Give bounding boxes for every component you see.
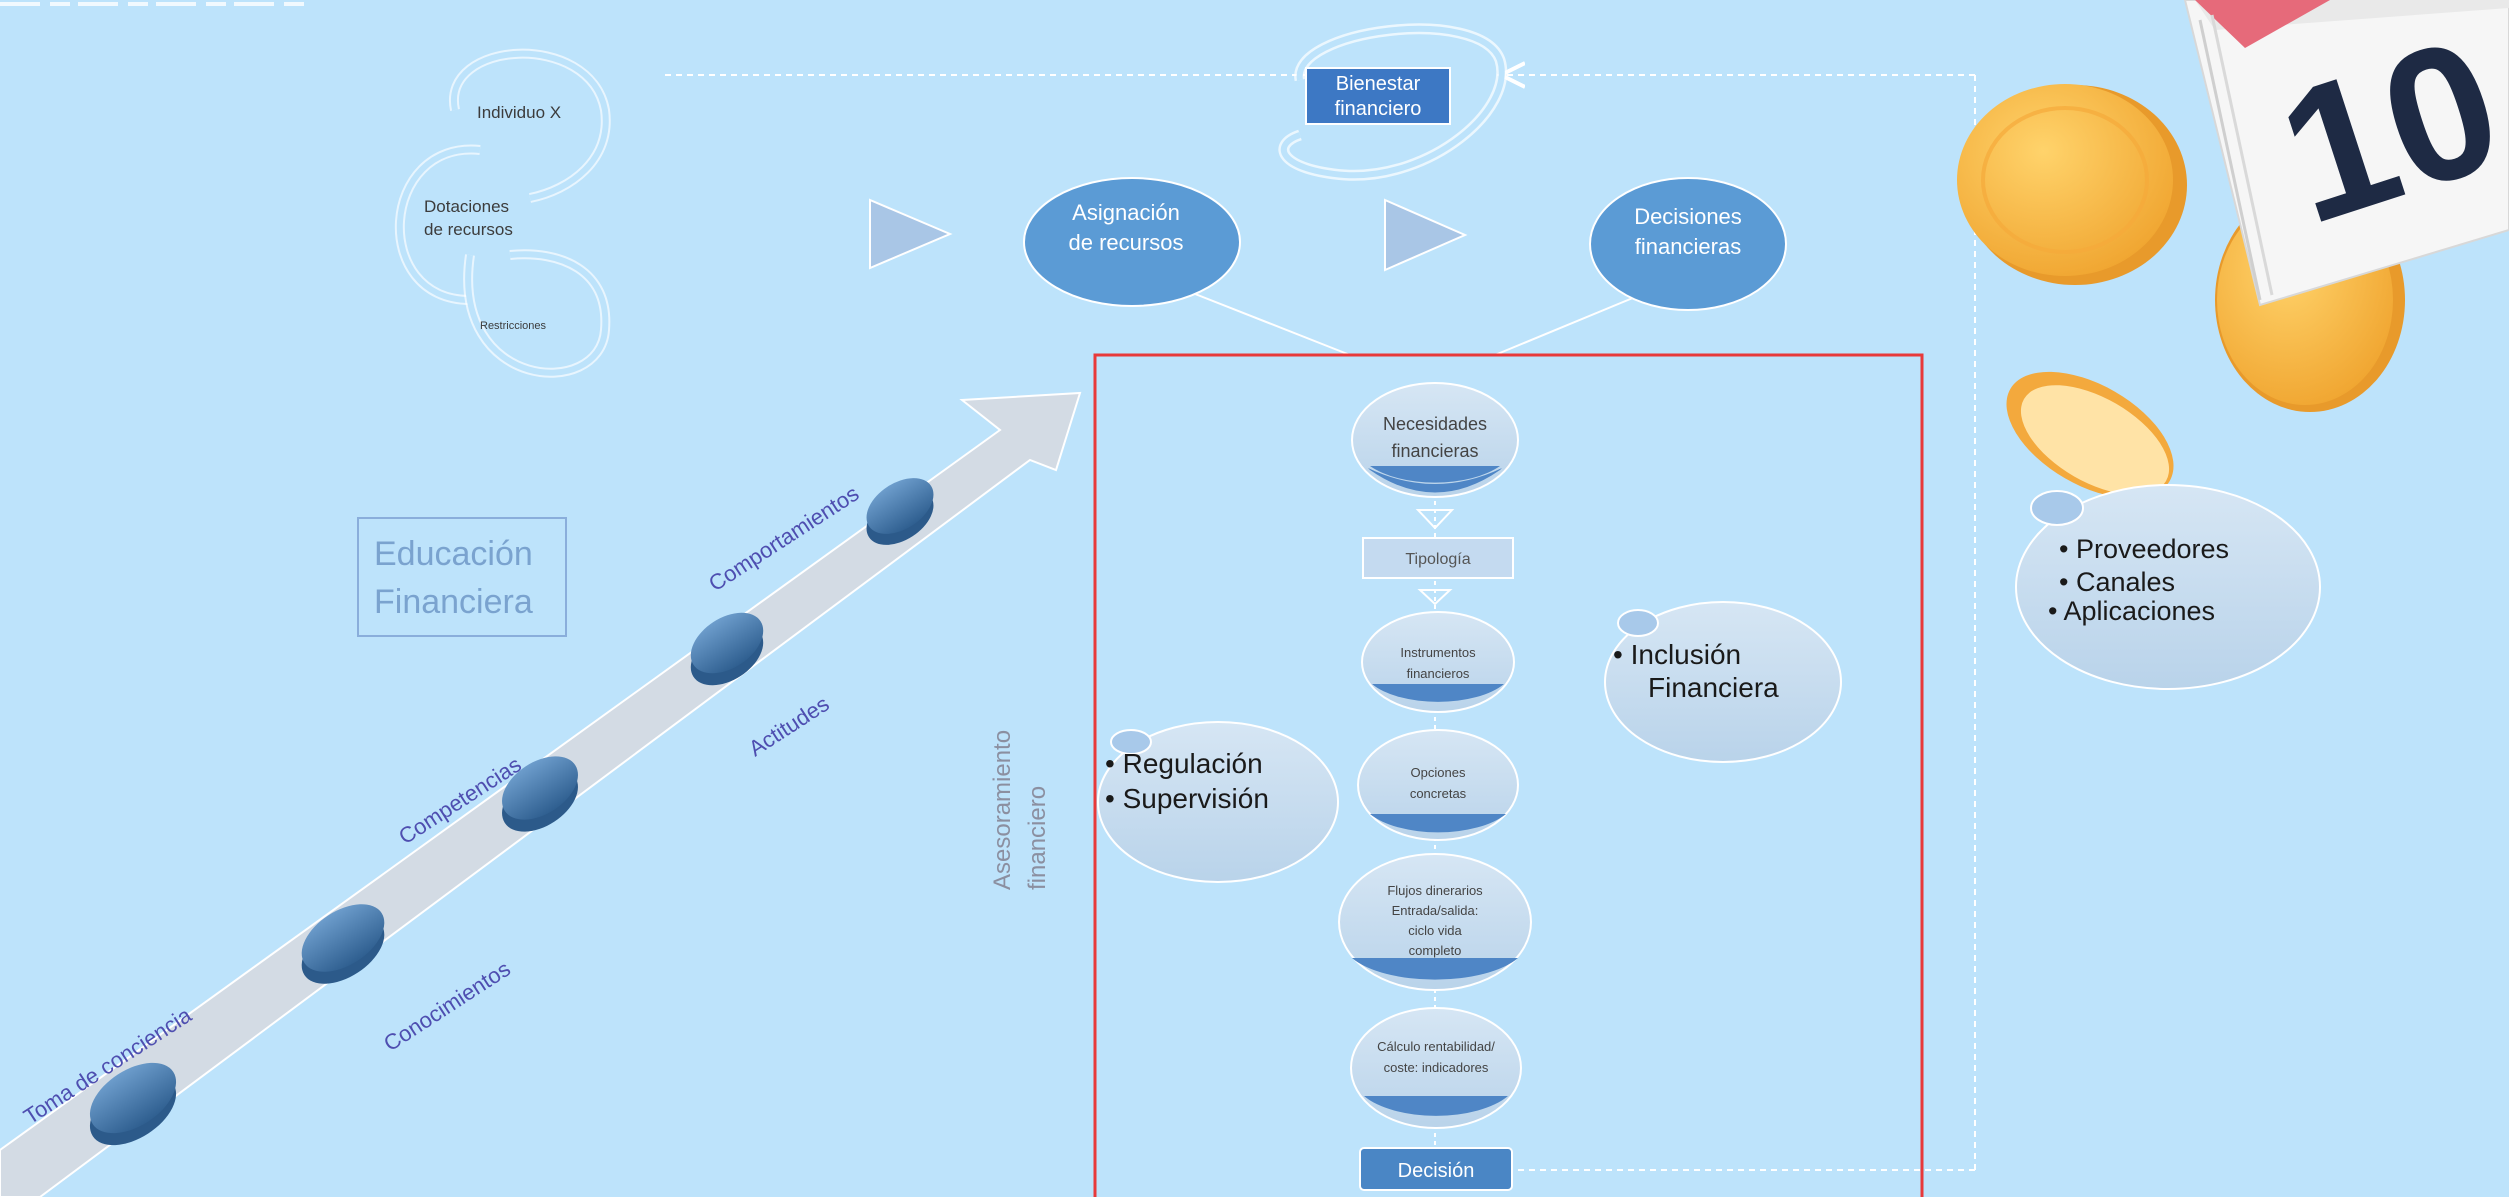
step-knowledge-label: Conocimientos bbox=[379, 956, 515, 1056]
feedback-loop bbox=[665, 75, 1976, 1171]
inclusion-bubble: • Inclusión Financiera bbox=[1604, 601, 1842, 763]
arrow-pill-5 bbox=[866, 478, 934, 545]
inclusion-line-1: • Inclusión bbox=[1613, 639, 1741, 670]
decisions-line-2: financieras bbox=[1635, 234, 1741, 259]
calc-line-2: coste: indicadores bbox=[1384, 1060, 1489, 1075]
cycle-restrictions-label: Restricciones bbox=[480, 320, 547, 332]
flows-line-3: ciclo vida bbox=[1408, 923, 1462, 938]
allocation-node: Asignación de recursos bbox=[1023, 177, 1241, 307]
flows-line-2: Entrada/salida: bbox=[1392, 903, 1479, 918]
decisions-line-1: Decisiones bbox=[1634, 204, 1742, 229]
inclusion-line-2: Financiera bbox=[1648, 672, 1779, 703]
process-column: Necesidades financieras Tipología Instru… bbox=[1338, 382, 1532, 1191]
options-line-1: Opciones bbox=[1411, 765, 1466, 780]
step-attitudes-label: Actitudes bbox=[744, 691, 834, 761]
providers-item-1: • Proveedores bbox=[2059, 534, 2229, 564]
wellbeing-node: Bienestar financiero bbox=[1278, 23, 1508, 181]
needs-line-1: Necesidades bbox=[1383, 414, 1487, 434]
process-typology: Tipología bbox=[1362, 537, 1514, 579]
providers-bubble: • Proveedores • Canales • Aplicaciones bbox=[2015, 484, 2321, 690]
flow-triangle-1 bbox=[869, 198, 953, 270]
wellbeing-line-2: financiero bbox=[1335, 98, 1422, 120]
regulation-item-1: • Regulación bbox=[1105, 748, 1263, 779]
cycle-endowment-label-1: Dotaciones bbox=[424, 197, 509, 216]
process-calc: Cálculo rentabilidad/ coste: indicadores bbox=[1350, 1007, 1522, 1129]
decisions-node: Decisiones financieras bbox=[1589, 177, 1787, 311]
progress-arrow: Toma de conciencia Competencias Conocimi… bbox=[0, 391, 1082, 1197]
process-decision: Decisión bbox=[1359, 1147, 1513, 1191]
arrow-pill-1 bbox=[89, 1062, 177, 1146]
typology-label: Tipología bbox=[1405, 551, 1470, 568]
title-line-1: Educación bbox=[374, 535, 533, 573]
providers-item-2: • Canales bbox=[2059, 567, 2175, 597]
calc-line-1: Cálculo rentabilidad/ bbox=[1377, 1039, 1495, 1054]
arrow-pill-3 bbox=[502, 756, 578, 832]
flow-triangle-2 bbox=[1384, 198, 1468, 272]
allocation-line-2: de recursos bbox=[1069, 230, 1184, 255]
process-instruments: Instrumentos financieros bbox=[1361, 611, 1515, 713]
title-line-2: Financiera bbox=[374, 583, 533, 621]
advice-line-1: Asesoramiento bbox=[989, 730, 1016, 890]
process-needs: Necesidades financieras bbox=[1351, 382, 1519, 498]
advice-line-2: financiero bbox=[1024, 786, 1051, 890]
process-flows: Flujos dinerarios Entrada/salida: ciclo … bbox=[1338, 853, 1532, 991]
regulation-bubble: • Regulación • Supervisión bbox=[1097, 721, 1339, 883]
arrow-pill-4 bbox=[690, 612, 764, 686]
title-box: Educación Financiera bbox=[357, 517, 567, 637]
process-options: Opciones concretas bbox=[1357, 729, 1519, 841]
cycle-endowment-label-2: de recursos bbox=[424, 220, 513, 239]
instruments-line-1: Instrumentos bbox=[1400, 645, 1476, 660]
allocation-line-1: Asignación bbox=[1072, 200, 1180, 225]
cycle-individual-label: Individuo X bbox=[477, 103, 561, 122]
wellbeing-line-1: Bienestar bbox=[1336, 73, 1421, 95]
needs-line-2: financieras bbox=[1391, 441, 1478, 461]
flows-line-1: Flujos dinerarios bbox=[1387, 883, 1483, 898]
calendar-illustration: 10 bbox=[2183, 0, 2509, 307]
decision-label: Decisión bbox=[1398, 1160, 1475, 1182]
providers-item-3: • Aplicaciones bbox=[2048, 596, 2215, 626]
individual-cycle: Individuo X Dotaciones de recursos Restr… bbox=[394, 48, 611, 378]
options-line-2: concretas bbox=[1410, 786, 1467, 801]
process-frame bbox=[1093, 353, 1924, 1197]
regulation-item-2: • Supervisión bbox=[1105, 783, 1269, 814]
instruments-line-2: financieros bbox=[1407, 666, 1470, 681]
flows-line-4: completo bbox=[1409, 943, 1462, 958]
arrow-pill-2 bbox=[301, 904, 385, 984]
